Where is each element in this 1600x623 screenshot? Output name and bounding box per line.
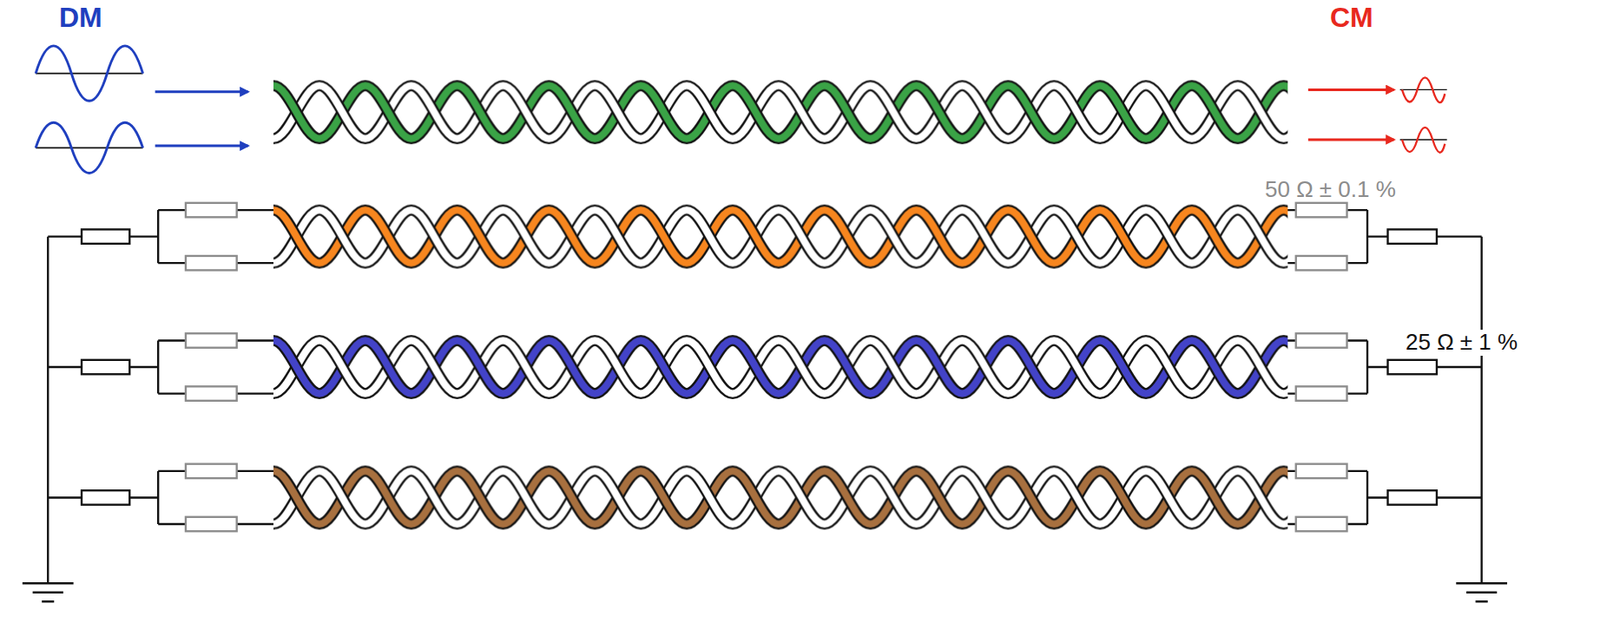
- resistor-symbol: [185, 386, 238, 401]
- resistors: [81, 203, 1437, 532]
- resistor-symbol: [1296, 386, 1348, 401]
- resistor-symbol: [185, 256, 238, 270]
- ground-symbol: [22, 583, 74, 602]
- left-wire: [47, 471, 276, 525]
- twisted-pair: [273, 321, 1288, 414]
- wave-axis: [1400, 89, 1448, 91]
- resistor-symbol: [1388, 360, 1437, 375]
- output-arrow: [1308, 138, 1395, 142]
- sine-wave: [35, 122, 143, 173]
- resistor-symbol: [1296, 517, 1348, 532]
- resistor-symbol: [81, 229, 130, 244]
- resistor-symbol: [185, 333, 238, 348]
- signal-name: DM: [59, 1, 103, 34]
- twisted-pair: [273, 452, 1288, 545]
- left-wire: [47, 340, 276, 394]
- small-wave: [1402, 77, 1445, 103]
- ground-symbol: [1455, 583, 1508, 602]
- sine-wave: [35, 46, 143, 101]
- twisted-pair: [273, 190, 1288, 284]
- left-wire: [47, 210, 276, 264]
- resistor-symbol: [1296, 256, 1348, 270]
- resistor-symbol: [1296, 333, 1348, 348]
- resistor-symbol: [81, 490, 130, 505]
- signal-name: CM: [1330, 1, 1374, 34]
- ground-wire: [1480, 237, 1482, 585]
- resistor-symbol: [1388, 490, 1437, 505]
- small-wave: [1402, 127, 1445, 153]
- resistor-symbol: [185, 464, 238, 479]
- twisted-pair: [273, 65, 1288, 159]
- input-arrow: [155, 144, 249, 148]
- resistor-symbol: [81, 360, 130, 375]
- cm-waves: [1308, 77, 1448, 152]
- output-arrow: [1308, 88, 1395, 92]
- resistor-symbol: [1296, 203, 1348, 218]
- dm-waves: [35, 46, 248, 174]
- ground-wire: [46, 237, 49, 585]
- resistor-symbol: [1388, 229, 1437, 244]
- wave-axis: [35, 72, 143, 75]
- resistor-symbol: [185, 203, 238, 218]
- wave-axis: [1400, 138, 1448, 140]
- resistor-value: 25 Ω ± 1 %: [1402, 329, 1521, 356]
- input-arrow: [155, 90, 249, 93]
- wave-axis: [35, 147, 143, 150]
- resistor-symbol: [1296, 464, 1348, 479]
- resistor-value: 50 Ω ± 0.1 %: [1264, 177, 1396, 204]
- resistor-symbol: [185, 517, 238, 532]
